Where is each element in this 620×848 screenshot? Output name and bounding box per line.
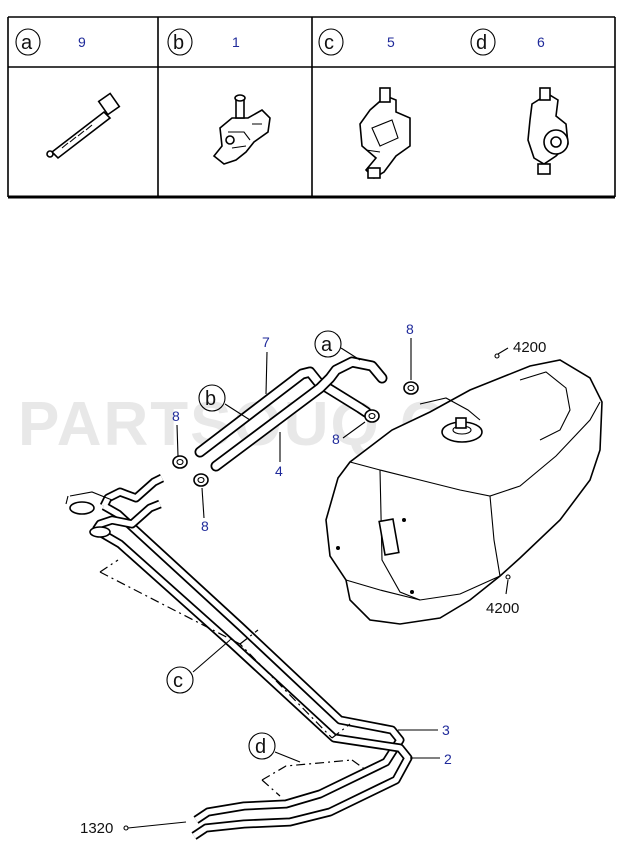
- pipe-end-loop-bottom: [89, 526, 111, 538]
- label-4: 4: [275, 432, 283, 479]
- label-8-left-bottom: 8: [201, 487, 209, 534]
- svg-text:8: 8: [201, 518, 209, 534]
- fuel-tank-illustration: [325, 359, 603, 625]
- table-cell-c: c 5: [318, 28, 395, 56]
- table-letter-d: d: [476, 32, 487, 54]
- svg-text:8: 8: [332, 431, 340, 447]
- table-letter-a: a: [21, 32, 33, 54]
- callout-d: d: [248, 732, 301, 763]
- table-qty-c: 5: [387, 34, 395, 50]
- parts-table: a 9 b 1 c 5 d 6: [7, 16, 616, 199]
- table-qty-a: 9: [78, 34, 86, 50]
- clip-c-illustration: [359, 87, 411, 180]
- clamp-left-bottom: [193, 473, 209, 487]
- table-cell-d: d 6: [470, 28, 545, 56]
- svg-text:8: 8: [172, 408, 180, 424]
- callout-circle: [15, 28, 41, 56]
- svg-text:a: a: [321, 334, 333, 356]
- cable-tie-illustration: [46, 92, 121, 160]
- label-8-mid: 8: [332, 421, 366, 447]
- svg-text:2: 2: [444, 751, 452, 767]
- label-4200-bottom: 4200: [486, 574, 519, 617]
- label-4200-top: 4200: [494, 339, 546, 359]
- clip-d-indicator: [261, 759, 367, 797]
- table-cell-b: b 1: [167, 28, 240, 56]
- clamp-left-top: [172, 455, 188, 469]
- svg-text:4: 4: [275, 463, 283, 479]
- label-7: 7: [262, 334, 270, 395]
- svg-text:b: b: [205, 388, 216, 410]
- callout-b: b: [198, 384, 251, 421]
- clamp-b-illustration: [212, 94, 271, 165]
- hose-4: [210, 356, 388, 472]
- svg-text:d: d: [255, 736, 266, 758]
- svg-text:3: 3: [442, 722, 450, 738]
- label-3: 3: [398, 722, 450, 738]
- svg-text:8: 8: [406, 321, 414, 337]
- callout-circle: [167, 28, 193, 56]
- table-letter-c: c: [324, 32, 334, 54]
- svg-text:4200: 4200: [513, 339, 546, 356]
- label-8-left-top: 8: [172, 408, 180, 457]
- clip-c-indicator: [99, 559, 351, 739]
- callout-c: c: [166, 639, 231, 694]
- pipe-end-loop-top: [69, 501, 95, 515]
- hose-7: [194, 366, 372, 458]
- clip-d-illustration: [527, 87, 569, 175]
- table-letter-b: b: [173, 32, 184, 54]
- svg-text:c: c: [173, 670, 183, 692]
- table-qty-d: 6: [537, 34, 545, 50]
- label-2: 2: [410, 751, 452, 767]
- svg-text:7: 7: [262, 334, 270, 350]
- table-cell-a: a 9: [15, 28, 86, 56]
- label-8-top: 8: [406, 321, 414, 380]
- svg-text:1320: 1320: [80, 820, 113, 837]
- clamp-mid-right: [364, 409, 380, 423]
- callout-a: a: [314, 330, 361, 361]
- label-1320: 1320: [80, 820, 187, 837]
- callout-circle: [318, 28, 344, 56]
- svg-text:4200: 4200: [486, 600, 519, 617]
- clamp-top-right: [403, 381, 419, 395]
- callout-circle: [470, 28, 496, 56]
- fuel-pipe-2: [92, 499, 413, 840]
- table-qty-b: 1: [232, 34, 240, 50]
